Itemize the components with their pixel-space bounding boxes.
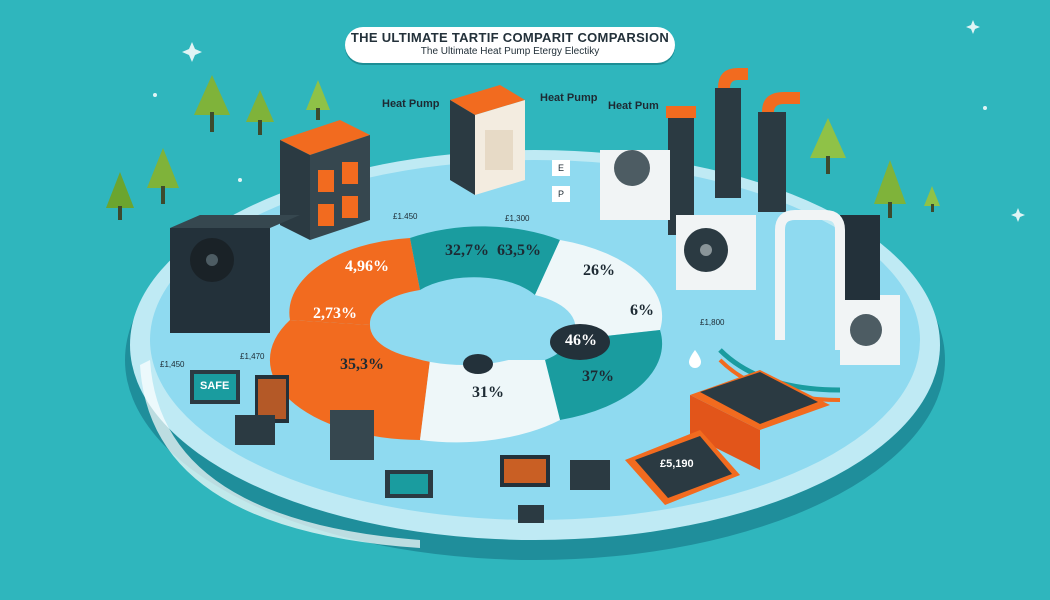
value-label: £1.450: [393, 212, 418, 221]
solar-unit-side: [690, 395, 760, 470]
building-icon: [280, 85, 525, 240]
pct-label: 35,3%: [340, 356, 384, 373]
tag-e: E: [552, 160, 570, 176]
pct-label: 31%: [472, 384, 504, 401]
solar-panel: [700, 372, 818, 424]
pct-label: 32,7%: [445, 242, 489, 259]
page-subtitle: The Ultimate Heat Pump Etergy Electiky: [420, 46, 600, 57]
pct-label: 37%: [582, 368, 614, 385]
laptop-icon: [190, 370, 610, 523]
pct-label: 2,73%: [313, 305, 357, 322]
price-card-screen: [635, 436, 732, 498]
title-banner: THE ULTIMATE TARTIF COMPARIT COMPARSION …: [345, 27, 675, 63]
tree-icon: [106, 75, 940, 220]
price-text: £5,190: [660, 458, 694, 470]
heat-pump-label: Heat Pum: [608, 100, 659, 112]
value-label: £1,800: [700, 318, 725, 327]
pipe: [775, 210, 845, 350]
tag-p: P: [552, 186, 570, 202]
pct-label: 46%: [565, 332, 597, 349]
water-drop-icon: [689, 350, 701, 368]
value-label: £1,470: [240, 352, 265, 361]
screen-text: SAFE: [200, 380, 230, 392]
pct-label: 63,5%: [497, 242, 541, 259]
pct-label: 26%: [583, 262, 615, 279]
fan-icon: [170, 150, 900, 365]
pct-label: 6%: [630, 302, 654, 319]
value-label: £1,450: [160, 360, 185, 369]
heat-pump-label: Heat Pump: [382, 98, 440, 110]
value-label: £1,300: [505, 214, 530, 223]
server-box: [330, 410, 374, 460]
donut-chart: [269, 226, 663, 443]
chimney-icon: [666, 68, 800, 235]
page-title: THE ULTIMATE TARTIF COMPARIT COMPARSION: [350, 30, 670, 45]
pct-label: 4,96%: [345, 258, 389, 275]
heat-pump-label: Heat Pump: [540, 92, 598, 104]
sparkle-icon: [153, 20, 1025, 222]
